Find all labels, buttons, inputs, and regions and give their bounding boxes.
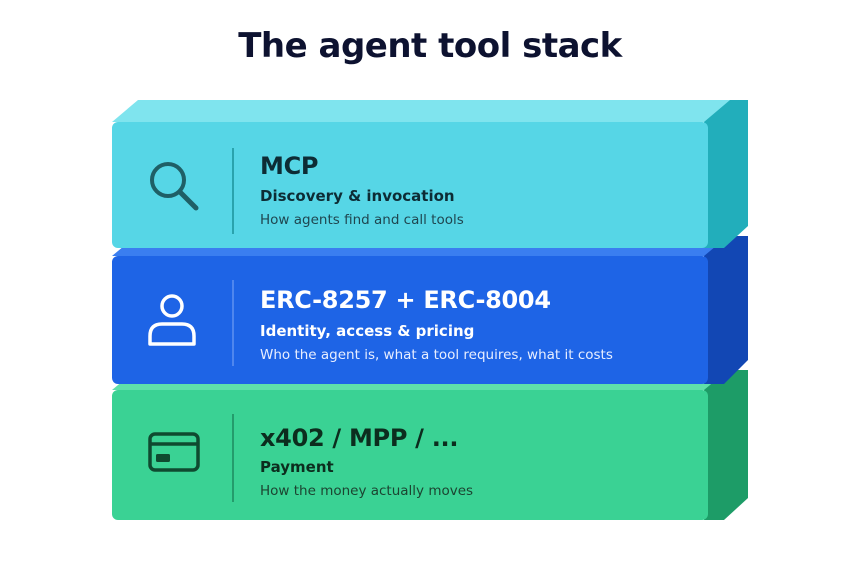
- layer-payment-divider: [232, 414, 234, 502]
- layer-description: Who the agent is, what a tool requires, …: [260, 347, 613, 363]
- layer-payment-front-face: [112, 390, 708, 520]
- layer-identity-side-face: [704, 236, 748, 384]
- layer-payment-side-face: [704, 370, 748, 520]
- layer-name: ERC-8257 + ERC-8004: [260, 286, 551, 314]
- diagram-title: The agent tool stack: [238, 26, 622, 66]
- layer-discovery-divider: [232, 148, 234, 234]
- layer-description: How agents find and call tools: [260, 212, 464, 228]
- layer-identity-divider: [232, 280, 234, 366]
- layer-identity-front-face: [112, 256, 708, 384]
- layer-role: Discovery & invocation: [260, 187, 455, 205]
- search-icon: [144, 156, 204, 216]
- layer-description: How the money actually moves: [260, 483, 474, 499]
- layer-name: MCP: [260, 152, 319, 180]
- credit-card-icon: [144, 424, 204, 484]
- layer-discovery-side-face: [704, 100, 748, 248]
- user-icon: [142, 288, 202, 348]
- layer-name: x402 / MPP / ...: [260, 424, 459, 452]
- layer-discovery-top-face: [112, 100, 748, 122]
- layer-discovery-front-face: [112, 122, 708, 248]
- layer-role: Identity, access & pricing: [260, 322, 475, 340]
- layer-role: Payment: [260, 458, 334, 476]
